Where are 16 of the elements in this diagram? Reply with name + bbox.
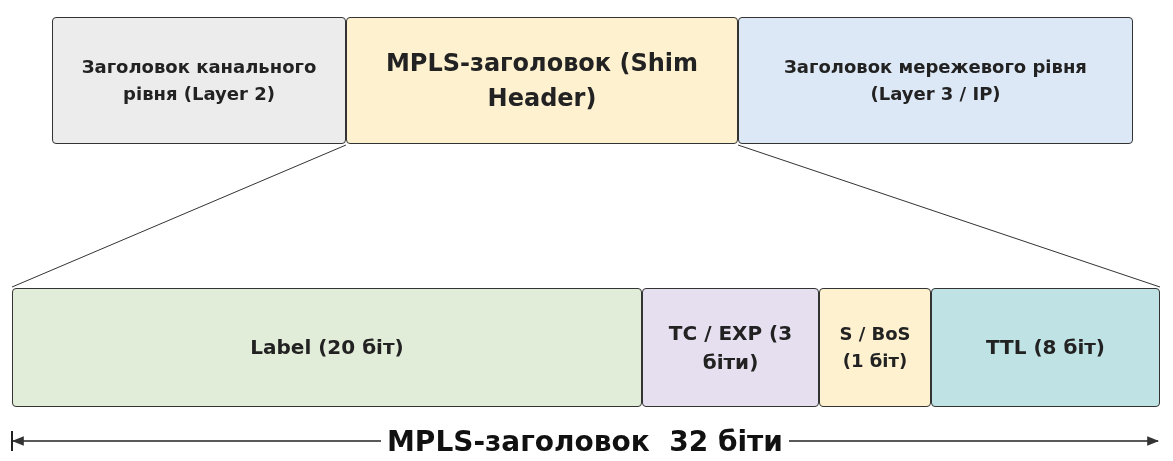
bit-field [642, 288, 819, 407]
bit-field [12, 288, 642, 407]
field-label: Заголовок мережевого рівня (Layer 3 / IP) [783, 55, 1088, 106]
header-field [738, 17, 1133, 144]
field-label: MPLS-заголовок (Shim Header) [384, 47, 700, 114]
field-label: Заголовок канального рівня (Layer 2) [80, 55, 318, 106]
bit-field [819, 288, 931, 407]
expansion-line [737, 144, 1161, 288]
field-label: S / BoS (1 біт) [838, 322, 912, 373]
header-field [52, 17, 346, 144]
field-label: Label (20 біт) [249, 334, 405, 361]
field-label: TTL (8 біт) [985, 334, 1106, 361]
field-label: TC / EXP (3 біти) [667, 319, 794, 376]
expansion-line [11, 144, 347, 288]
bit-field [931, 288, 1160, 407]
header-field [346, 17, 738, 144]
